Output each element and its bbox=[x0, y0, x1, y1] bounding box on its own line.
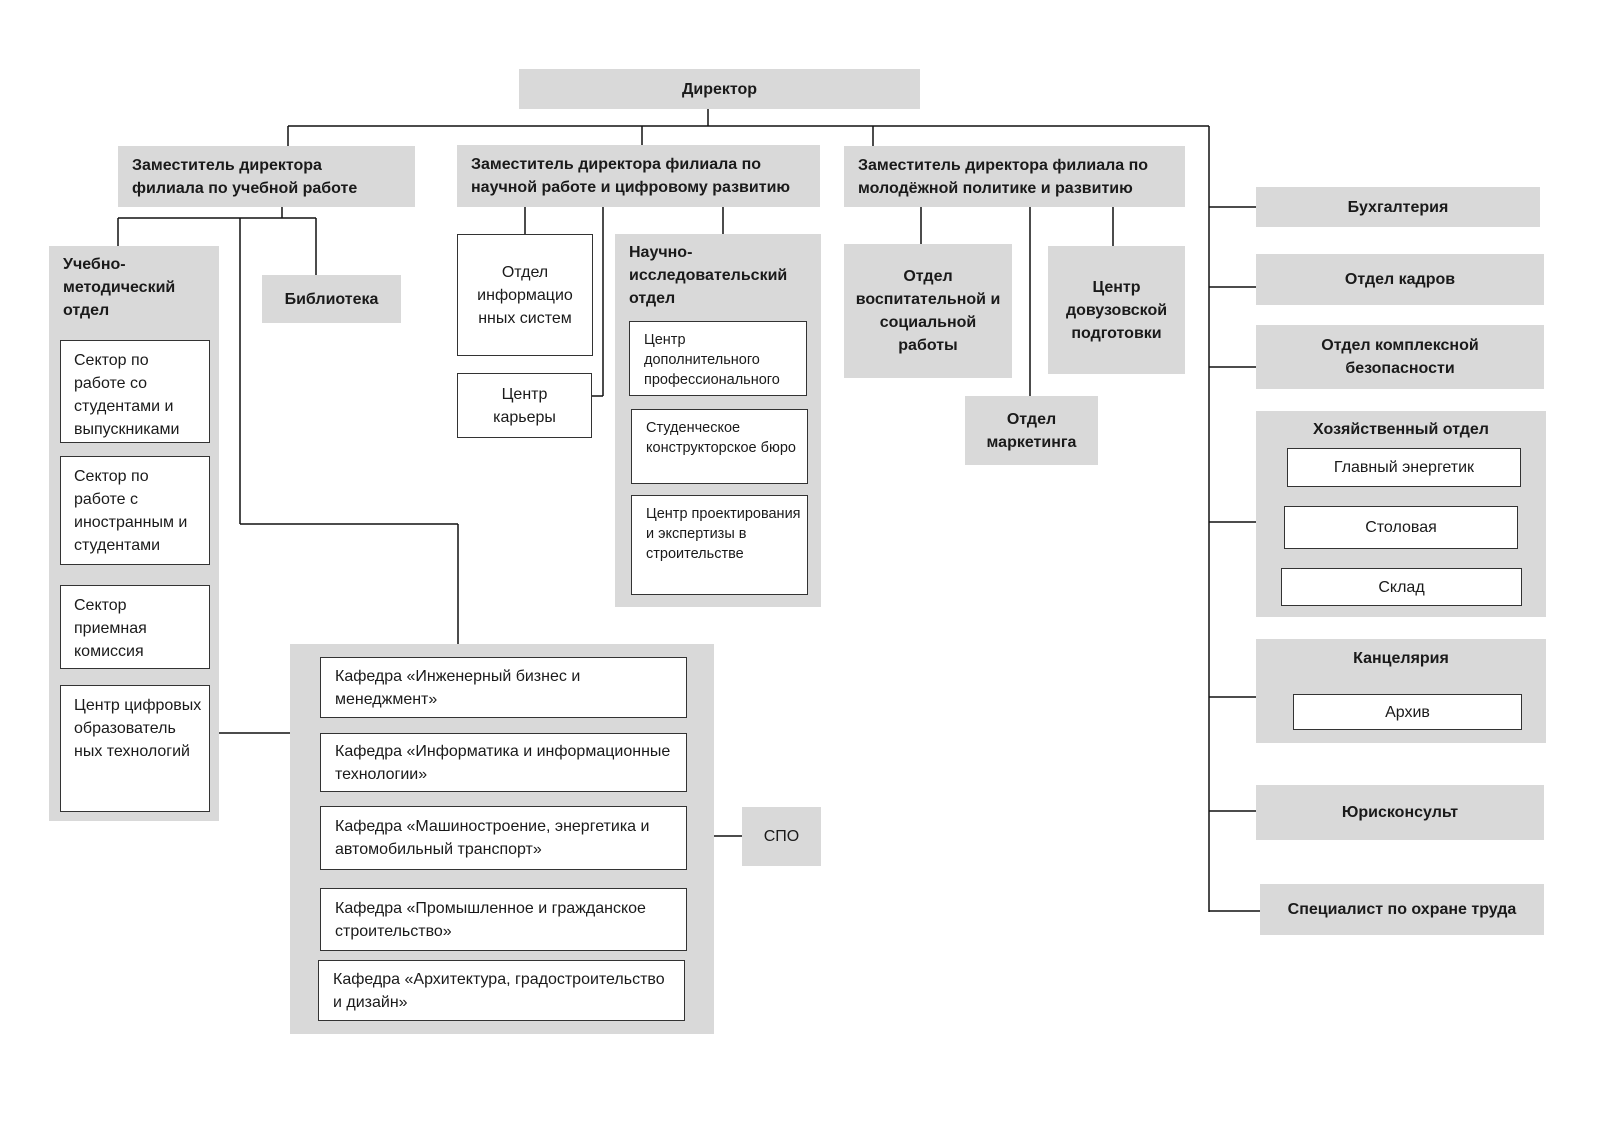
deputy-youth-label: Заместитель директора филиала по молодёж… bbox=[858, 156, 1149, 197]
career-center-box: Центр карьеры bbox=[457, 373, 592, 438]
department-box-4: Кафедра «Промышленное и гражданское стро… bbox=[320, 888, 687, 951]
education-department-box: Отдел воспитательной и социальной работы bbox=[844, 244, 1012, 378]
chief-energetic-box: Главный энергетик bbox=[1287, 448, 1521, 487]
canteen-label: Столовая bbox=[1365, 519, 1437, 536]
sector-box-4: Центр цифровых образователь ных технолог… bbox=[60, 685, 210, 812]
archive-label: Архив bbox=[1385, 703, 1430, 721]
sector-label-1: Сектор по работе со студентами и выпускн… bbox=[74, 352, 180, 438]
pre-university-center-box: Центр довузовской подготовки bbox=[1048, 246, 1185, 374]
education-department-label: Отдел воспитательной и социальной работы bbox=[855, 268, 1001, 354]
deputy-youth-box: Заместитель директора филиала по молодёж… bbox=[844, 146, 1185, 207]
deputy-science-label: Заместитель директора филиала по научной… bbox=[471, 156, 791, 196]
library-label: Библиотека bbox=[284, 290, 379, 308]
deputy-academic-label: Заместитель директора филиала по учебной… bbox=[132, 156, 358, 197]
security-department-box: Отдел комплексной безопасности bbox=[1256, 325, 1544, 389]
spo-box: СПО bbox=[742, 807, 821, 866]
warehouse-label: Склад bbox=[1378, 578, 1425, 596]
department-box-5: Кафедра «Архитектура, градостроительство… bbox=[318, 960, 685, 1021]
lawyer-box: Юрисконсульт bbox=[1256, 785, 1544, 840]
research-unit-label-2: Студенческое конструкторское бюро bbox=[646, 420, 796, 456]
sector-label-2: Сектор по работе с иностранным и студент… bbox=[74, 468, 188, 554]
research-department-title: Научно-исследовательский отдел bbox=[629, 244, 788, 307]
department-label-5: Кафедра «Архитектура, градостроительство… bbox=[333, 970, 665, 1011]
warehouse-box: Склад bbox=[1281, 568, 1522, 606]
chancellery-title: Канцелярия bbox=[1353, 650, 1449, 667]
hr-department-box: Отдел кадров bbox=[1256, 254, 1544, 305]
sector-box-2: Сектор по работе с иностранным и студент… bbox=[60, 456, 210, 565]
research-unit-label-1: Центр дополнительного профессионального bbox=[644, 332, 780, 388]
career-center-label: Центр карьеры bbox=[493, 385, 556, 426]
pre-university-center-label: Центр довузовской подготовки bbox=[1065, 278, 1168, 342]
department-label-1: Кафедра «Инженерный бизнес и менеджмент» bbox=[335, 667, 581, 708]
director-label: Директор bbox=[681, 80, 758, 98]
deputy-academic-box: Заместитель директора филиала по учебной… bbox=[118, 146, 415, 207]
security-department-label: Отдел комплексной безопасности bbox=[1321, 337, 1479, 377]
department-label-2: Кафедра «Информатика и информационные те… bbox=[335, 742, 671, 783]
archive-box: Архив bbox=[1293, 694, 1522, 730]
hr-department-label: Отдел кадров bbox=[1344, 271, 1456, 288]
research-unit-box-1: Центр дополнительного профессионального bbox=[629, 321, 807, 396]
sector-label-4: Центр цифровых образователь ных технолог… bbox=[74, 697, 202, 760]
research-unit-box-2: Студенческое конструкторское бюро bbox=[631, 409, 808, 484]
chief-energetic-label: Главный энергетик bbox=[1333, 459, 1475, 476]
accounting-label: Бухгалтерия bbox=[1347, 198, 1449, 216]
canteen-box: Столовая bbox=[1284, 506, 1518, 549]
info-systems-box: Отдел информацио нных систем bbox=[457, 234, 593, 356]
department-label-3: Кафедра «Машиностроение, энергетика и ав… bbox=[335, 818, 650, 858]
spo-label: СПО bbox=[763, 828, 800, 845]
department-label-4: Кафедра «Промышленное и гражданское стро… bbox=[335, 899, 646, 940]
household-department-title: Хозяйственный отдел bbox=[1313, 421, 1489, 438]
methodical-department-title: Учебно-методический отдел bbox=[63, 256, 176, 319]
department-box-3: Кафедра «Машиностроение, энергетика и ав… bbox=[320, 806, 687, 870]
research-unit-box-3: Центр проектирования и экспертизы в стро… bbox=[631, 495, 808, 595]
department-box-2: Кафедра «Информатика и информационные те… bbox=[320, 733, 687, 792]
sector-label-3: Сектор приемная комиссия bbox=[74, 597, 147, 660]
sector-box-1: Сектор по работе со студентами и выпускн… bbox=[60, 340, 210, 443]
sector-box-3: Сектор приемная комиссия bbox=[60, 585, 210, 669]
library-box: Библиотека bbox=[262, 275, 401, 323]
safety-specialist-box: Специалист по охране труда bbox=[1260, 884, 1544, 935]
lawyer-label: Юрисконсульт bbox=[1341, 804, 1459, 821]
marketing-department-box: Отдел маркетинга bbox=[965, 396, 1098, 465]
accounting-box: Бухгалтерия bbox=[1256, 187, 1540, 227]
research-unit-label-3: Центр проектирования и экспертизы в стро… bbox=[646, 506, 801, 562]
department-box-1: Кафедра «Инженерный бизнес и менеджмент» bbox=[320, 657, 687, 718]
marketing-department-label: Отдел маркетинга bbox=[986, 410, 1077, 451]
deputy-science-box: Заместитель директора филиала по научной… bbox=[457, 145, 820, 207]
info-systems-label: Отдел информацио нных систем bbox=[477, 263, 573, 327]
safety-specialist-label: Специалист по охране труда bbox=[1287, 901, 1517, 918]
director-box: Директор bbox=[519, 69, 920, 109]
